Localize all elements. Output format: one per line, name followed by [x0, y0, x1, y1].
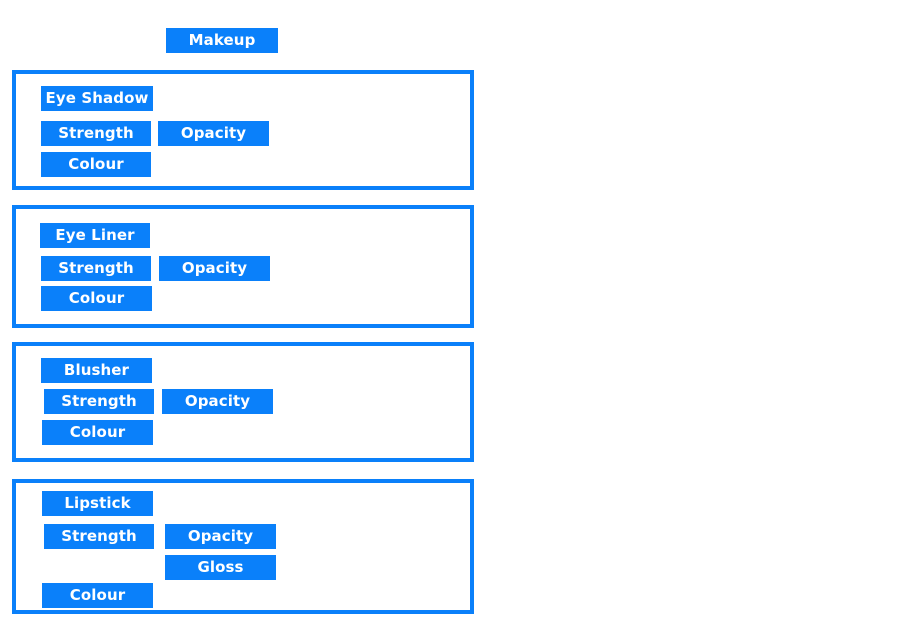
group-panel-eye-liner: Eye Liner Strength Opacity Colour: [12, 205, 474, 328]
page-title-badge: Makeup: [166, 28, 278, 53]
control-strength-blusher[interactable]: Strength: [44, 389, 154, 414]
control-colour-eye-liner[interactable]: Colour: [41, 286, 152, 311]
group-title-lipstick[interactable]: Lipstick: [42, 491, 153, 516]
group-panel-blusher: Blusher Strength Opacity Colour: [12, 342, 474, 462]
control-gloss-lipstick[interactable]: Gloss: [165, 555, 276, 580]
control-opacity-eye-shadow[interactable]: Opacity: [158, 121, 269, 146]
group-title-eye-shadow[interactable]: Eye Shadow: [41, 86, 153, 111]
control-opacity-lipstick[interactable]: Opacity: [165, 524, 276, 549]
control-strength-eye-shadow[interactable]: Strength: [41, 121, 151, 146]
group-title-eye-liner[interactable]: Eye Liner: [40, 223, 150, 248]
control-colour-eye-shadow[interactable]: Colour: [41, 152, 151, 177]
group-panel-lipstick: Lipstick Strength Opacity Gloss Colour: [12, 479, 474, 614]
control-opacity-eye-liner[interactable]: Opacity: [159, 256, 270, 281]
control-colour-lipstick[interactable]: Colour: [42, 583, 153, 608]
control-strength-lipstick[interactable]: Strength: [44, 524, 154, 549]
control-strength-eye-liner[interactable]: Strength: [41, 256, 151, 281]
group-title-blusher[interactable]: Blusher: [41, 358, 152, 383]
control-colour-blusher[interactable]: Colour: [42, 420, 153, 445]
control-opacity-blusher[interactable]: Opacity: [162, 389, 273, 414]
group-panel-eye-shadow: Eye Shadow Strength Opacity Colour: [12, 70, 474, 190]
